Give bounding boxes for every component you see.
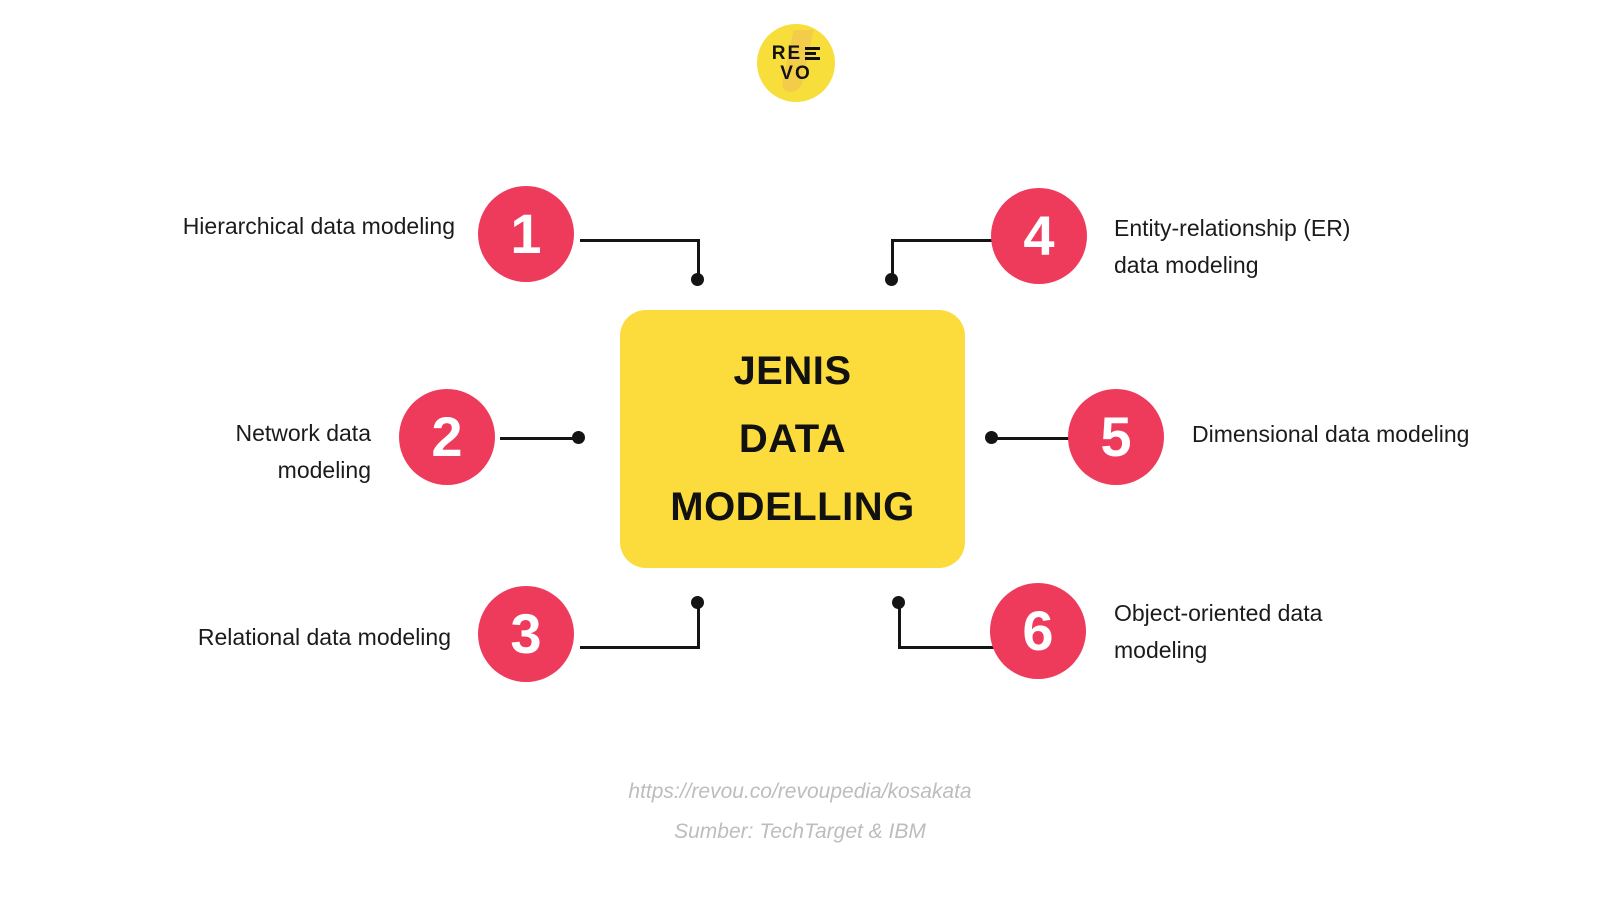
connector-4-vertical [891, 239, 894, 281]
revou-logo: RE VO [757, 24, 835, 102]
connector-3-horizontal [580, 646, 700, 649]
item-1-label: Hierarchical data modeling [90, 208, 455, 245]
item-1-number-badge[interactable]: 1 [478, 186, 574, 282]
item-5-label: Dimensional data modeling [1192, 416, 1592, 453]
logo-letter-r: RE [771, 42, 803, 64]
item-2-label: Network data modeling [80, 415, 371, 490]
item-3-label-line-1: Relational data modeling [197, 624, 451, 650]
item-5-number: 5 [1100, 405, 1132, 468]
connector-6-endpoint-dot [892, 596, 905, 609]
logo-row-bottom: VO [780, 64, 811, 83]
item-1-label-line-1: Hierarchical data modeling [182, 213, 455, 239]
connector-2-endpoint-dot [572, 431, 585, 444]
connector-4-endpoint-dot [885, 273, 898, 286]
connector-2-horizontal [500, 437, 580, 440]
connector-5-horizontal [996, 437, 1076, 440]
center-title-line-2: DATA [738, 417, 847, 461]
item-4-label-line-1: Entity-relationship (ER) [1114, 215, 1351, 241]
item-2-label-line-1: Network data [235, 420, 371, 446]
logo-equals-icon [805, 46, 821, 60]
item-2-number-badge[interactable]: 2 [399, 389, 495, 485]
item-6-label: Object-oriented data modeling [1114, 595, 1514, 670]
item-3-label: Relational data modeling [90, 619, 451, 656]
item-4-label: Entity-relationship (ER) data modeling [1114, 210, 1534, 285]
connector-4-horizontal [891, 239, 1011, 242]
item-6-label-line-1: Object-oriented data [1114, 600, 1323, 626]
center-title-card: JENIS DATA MODELLING [620, 310, 965, 568]
item-5-label-line-1: Dimensional data modeling [1192, 421, 1470, 447]
item-2-number: 2 [431, 405, 463, 468]
item-6-number-badge[interactable]: 6 [990, 583, 1086, 679]
connector-1-vertical [697, 239, 700, 281]
logo-letters-vo: VO [780, 62, 812, 84]
item-4-number: 4 [1023, 204, 1055, 267]
connector-6-vertical [898, 604, 901, 649]
logo-row-top: RE [771, 42, 821, 64]
connector-1-endpoint-dot [691, 273, 704, 286]
item-4-number-badge[interactable]: 4 [991, 188, 1087, 284]
footer-source: Sumber: TechTarget & IBM [674, 820, 926, 843]
center-title-line-1: JENIS [733, 349, 852, 393]
item-3-number-badge[interactable]: 3 [478, 586, 574, 682]
item-4-label-line-2: data modeling [1114, 252, 1259, 279]
connector-1-horizontal [580, 239, 700, 242]
logo-wordmark: RE VO [757, 24, 835, 102]
connector-5-endpoint-dot [985, 431, 998, 444]
item-5-number-badge[interactable]: 5 [1068, 389, 1164, 485]
center-title-line-3: MODELLING [670, 485, 915, 529]
item-6-label-line-2: modeling [1114, 637, 1208, 664]
item-3-number: 3 [510, 602, 542, 665]
connector-6-horizontal [898, 646, 1013, 649]
item-6-number: 6 [1022, 599, 1054, 662]
connector-3-endpoint-dot [691, 596, 704, 609]
item-1-number: 1 [510, 202, 542, 265]
item-2-label-line-2: modeling [277, 457, 371, 484]
connector-3-vertical [697, 604, 700, 649]
footer-url[interactable]: https://revou.co/revoupedia/kosakata [628, 780, 972, 803]
